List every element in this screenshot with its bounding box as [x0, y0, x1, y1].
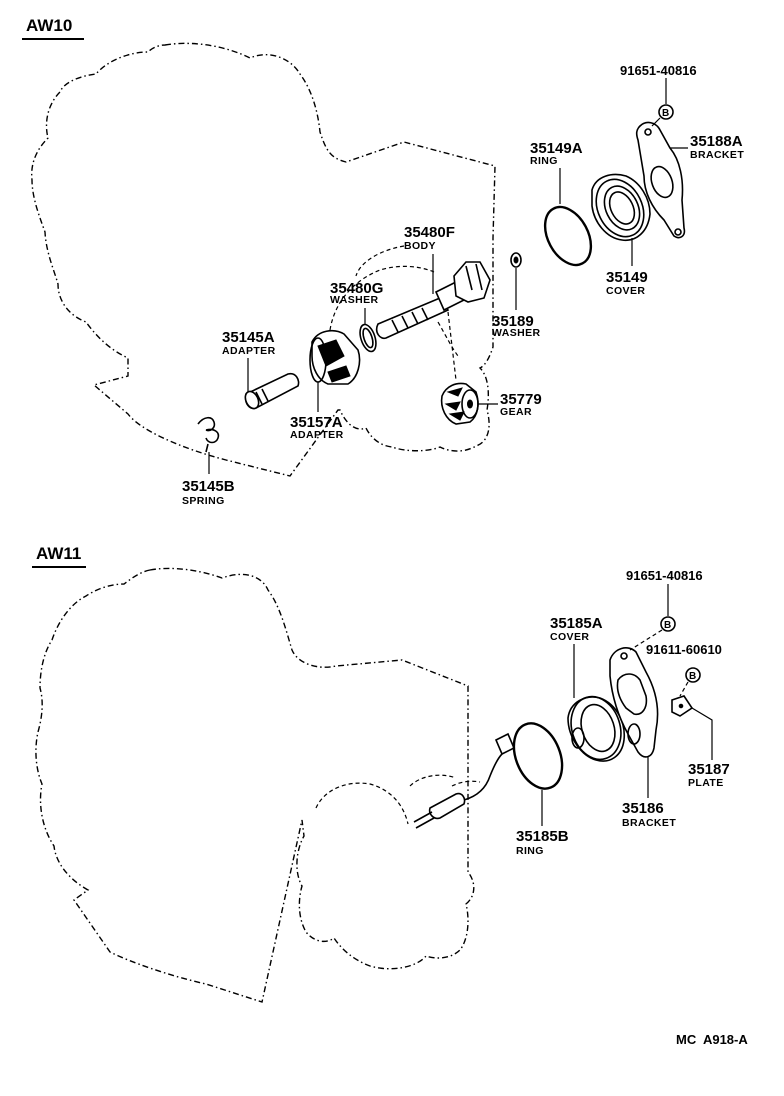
aw10-35188A-number: 35188A: [690, 133, 743, 150]
aw11-35186-name: BRACKET: [622, 817, 676, 829]
aw11-section: AW11 35185B RING 35185A C: [32, 544, 730, 1003]
aw11-35185B-name: RING: [516, 845, 544, 857]
aw11-bolt-91611-part: B: [679, 667, 701, 697]
aw10-35157A-number: 35157A: [290, 414, 343, 431]
aw10-adapter-35157A-part: [309, 329, 361, 412]
aw11-speed-sensor-part: [413, 732, 516, 829]
aw10-35480F-number: 35480F: [404, 224, 455, 241]
aw11-35185A-number: 35185A: [550, 615, 603, 632]
aw10-section: AW10 35145B SPRING 35145A ADAPTER: [22, 16, 744, 507]
aw11-35187-number: 35187: [688, 761, 730, 778]
aw11-bolt-91651-part: B: [629, 584, 676, 651]
aw10-35779-name: GEAR: [500, 406, 532, 418]
aw11-bracket-35186-part: [609, 647, 659, 798]
aw11-bolt2-b-marker: B: [689, 671, 696, 682]
aw11-title: AW11: [36, 544, 81, 563]
aw10-35480F-name: BODY: [404, 240, 436, 252]
aw10-35157A-name: ADAPTER: [290, 429, 344, 441]
aw11-cover-35185A-part: [567, 644, 625, 762]
aw10-bolt-91651-part: B: [651, 78, 674, 127]
aw11-transmission-case-outline: [35, 567, 475, 1003]
aw10-35149A-name: RING: [530, 155, 558, 167]
aw10-body-35480F-part: [355, 245, 491, 340]
aw11-35186-number: 35186: [622, 800, 664, 817]
aw10-35149-number: 35149: [606, 269, 648, 286]
aw10-35145A-name: ADAPTER: [222, 345, 276, 357]
aw10-washer-35480G-part: [359, 308, 377, 353]
aw11-bolt-b-marker: B: [664, 620, 671, 631]
aw10-35145B-number: 35145B: [182, 478, 235, 495]
aw10-bolt-b-marker: B: [662, 108, 669, 119]
aw10-adapter-35145A-part: [244, 358, 300, 410]
aw11-91611-number: 91611-60610: [646, 642, 722, 657]
aw11-35185A-name: COVER: [550, 631, 589, 643]
aw10-ring-35149A-part: [543, 168, 593, 267]
aw11-91651-number: 91651-40816: [626, 568, 703, 583]
aw10-35189-number: 35189: [492, 313, 534, 330]
aw11-housing-outline: [315, 774, 457, 825]
aw10-35149A-number: 35149A: [530, 140, 583, 157]
aw10-35145B-name: SPRING: [182, 495, 225, 507]
aw11-35185B-number: 35185B: [516, 828, 569, 845]
aw10-35480G-number: 35480G: [330, 280, 383, 297]
aw10-35149-name: COVER: [606, 285, 645, 297]
aw10-35145A-number: 35145A: [222, 329, 275, 346]
aw11-plate-35187-part: [671, 695, 713, 760]
aw10-washer-35189-part: [510, 252, 522, 310]
aw11-35187-name: PLATE: [688, 777, 724, 789]
aw10-spring-35145B-part: [197, 416, 220, 474]
diagram-code: MC A918-A: [676, 1032, 748, 1047]
aw10-35779-number: 35779: [500, 391, 542, 408]
aw10-gear-35779-part: [440, 311, 498, 425]
aw10-35188A-name: BRACKET: [690, 149, 744, 161]
aw10-bracket-35188A-part: [635, 121, 688, 239]
aw10-35480G-name: WASHER: [330, 294, 379, 306]
aw10-body-housing-outline: [329, 265, 459, 357]
aw11-ring-35185B-part: [512, 722, 564, 826]
aw10-35189-name: WASHER: [492, 327, 541, 339]
aw10-transmission-case-outline: [31, 42, 496, 477]
aw10-title: AW10: [26, 16, 72, 35]
aw10-91651-number: 91651-40816: [620, 63, 697, 78]
aw10-cover-35149-part: [591, 173, 651, 266]
